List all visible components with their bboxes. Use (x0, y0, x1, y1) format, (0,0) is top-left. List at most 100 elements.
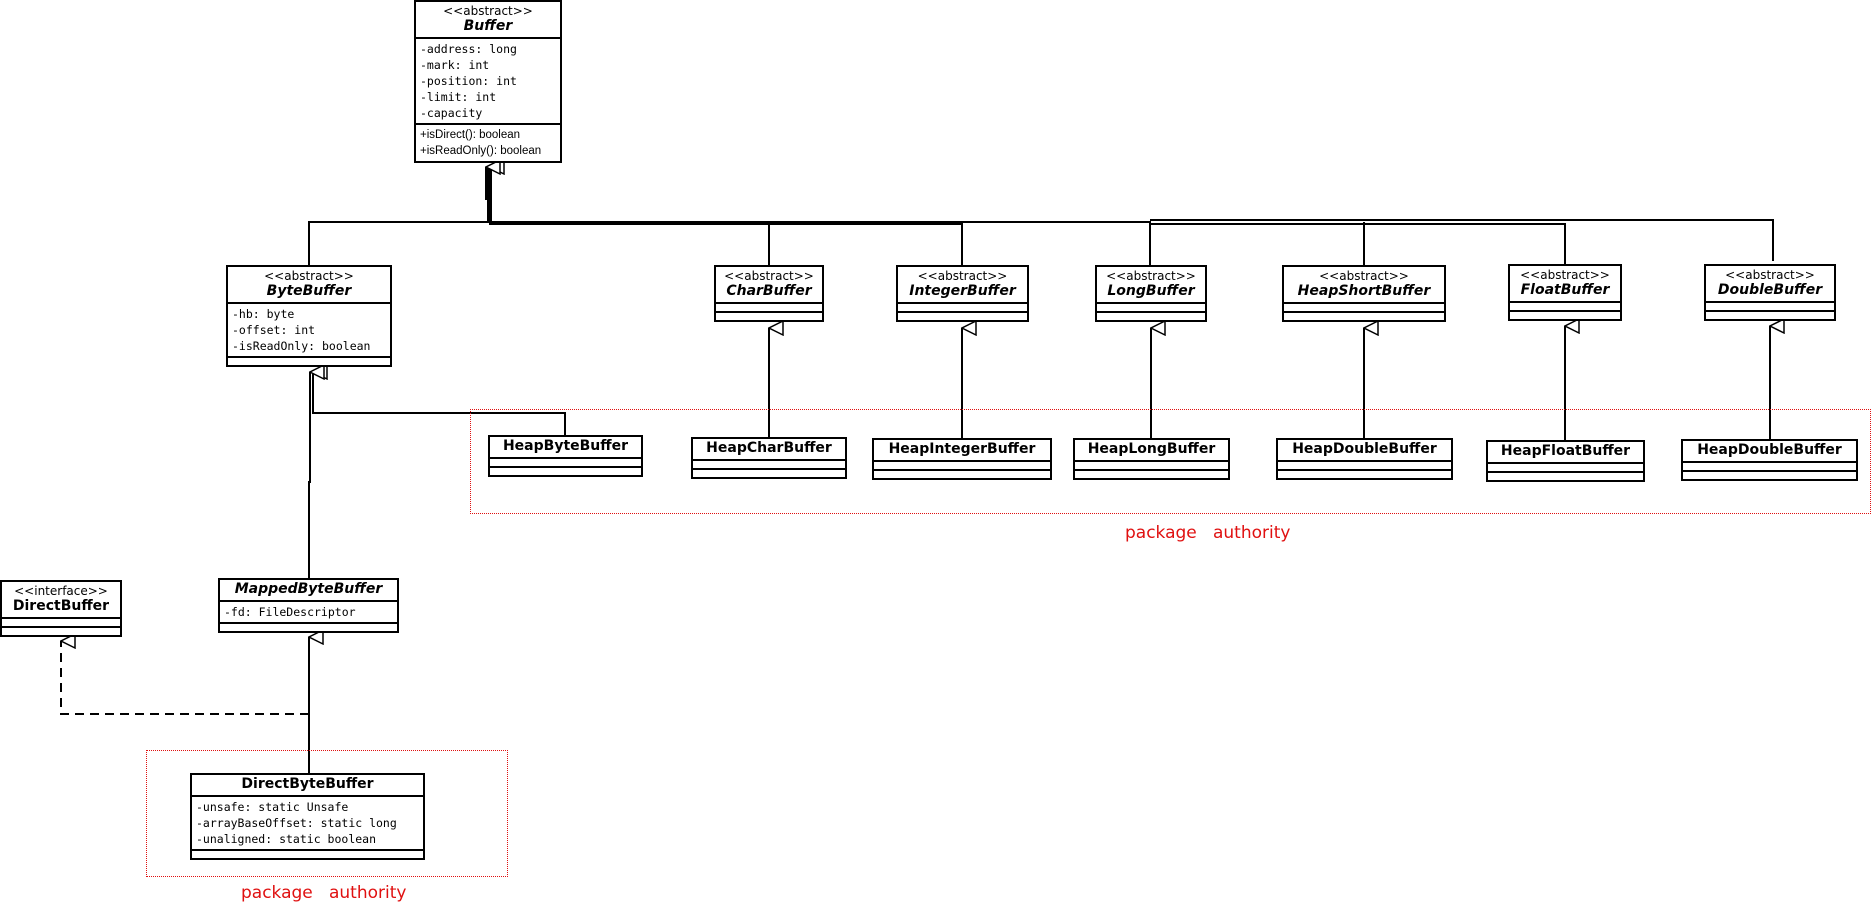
methods-section (228, 356, 390, 365)
attributes-section: -hb: byte -offset: int -isReadOnly: bool… (228, 302, 390, 356)
class-name: HeapShortBuffer (1297, 283, 1431, 299)
attributes-section: -fd: FileDescriptor (220, 600, 397, 622)
stereotype-label: <<abstract>> (443, 4, 533, 18)
attributes-section (1683, 461, 1856, 470)
class-header: HeapByteBuffer (490, 437, 641, 457)
stereotype-label: <<abstract>> (1319, 269, 1409, 283)
attributes-section (490, 457, 641, 466)
class-name: IntegerBuffer (909, 283, 1016, 299)
class-buffer[interactable]: <<abstract>> Buffer -address: long -mark… (414, 0, 562, 163)
stereotype-label: <<abstract>> (1725, 268, 1815, 282)
edge-longbuffer-to-buffer (490, 166, 1151, 265)
class-longbuffer[interactable]: <<abstract>> LongBuffer (1095, 265, 1207, 322)
class-header: HeapCharBuffer (693, 439, 845, 459)
class-bytebuffer[interactable]: <<abstract>> ByteBuffer -hb: byte -offse… (226, 265, 392, 367)
class-header: <<abstract>> CharBuffer (716, 267, 822, 302)
attributes-section (2, 617, 120, 626)
stereotype-label: <<interface>> (14, 584, 108, 598)
attribute: -hb: byte (232, 307, 295, 321)
class-heapdoublebuffer-a[interactable]: HeapDoubleBuffer (1276, 438, 1453, 480)
attribute: -capacity (420, 106, 483, 120)
class-header: <<interface>> DirectBuffer (2, 582, 120, 617)
class-heapdoublebuffer-b[interactable]: HeapDoubleBuffer (1681, 439, 1858, 481)
methods-section (1488, 471, 1643, 480)
class-directbuffer[interactable]: <<interface>> DirectBuffer (0, 580, 122, 637)
class-header: HeapIntegerBuffer (874, 440, 1050, 460)
class-charbuffer[interactable]: <<abstract>> CharBuffer (714, 265, 824, 322)
methods-section (1075, 469, 1228, 478)
class-header: <<abstract>> DoubleBuffer (1706, 266, 1834, 301)
class-header: <<abstract>> FloatBuffer (1510, 266, 1620, 301)
class-floatbuffer[interactable]: <<abstract>> FloatBuffer (1508, 264, 1622, 321)
attributes-section (716, 302, 822, 311)
class-name: HeapByteBuffer (502, 438, 629, 454)
attributes-section: -unsafe: static Unsafe -arrayBaseOffset:… (192, 795, 423, 849)
method: +isReadOnly(): boolean (420, 145, 542, 157)
class-name: LongBuffer (1107, 283, 1195, 299)
edge-doublebuffer-to-buffer (1150, 219, 1774, 261)
class-header: HeapLongBuffer (1075, 440, 1228, 460)
attributes-section (874, 460, 1050, 469)
class-name: HeapFloatBuffer (1500, 443, 1631, 459)
class-header: HeapDoubleBuffer (1683, 441, 1856, 461)
methods-section (898, 311, 1027, 320)
class-name: HeapLongBuffer (1087, 441, 1216, 457)
methods-section (693, 468, 845, 477)
methods-section (1683, 470, 1856, 479)
class-name: FloatBuffer (1520, 282, 1610, 298)
attribute: -limit: int (420, 90, 497, 104)
attribute: -unaligned: static boolean (196, 832, 377, 846)
class-header: <<abstract>> HeapShortBuffer (1284, 267, 1444, 302)
class-directbytebuffer[interactable]: DirectByteBuffer -unsafe: static Unsafe … (190, 773, 425, 860)
class-integerbuffer[interactable]: <<abstract>> IntegerBuffer (896, 265, 1029, 322)
class-heaplongbuffer[interactable]: HeapLongBuffer (1073, 438, 1230, 480)
class-header: <<abstract>> Buffer (416, 2, 560, 37)
edge-charbuffer-to-buffer (489, 166, 770, 265)
class-heapfloatbuffer[interactable]: HeapFloatBuffer (1486, 440, 1645, 482)
stereotype-label: <<abstract>> (917, 269, 1008, 283)
class-name: HeapDoubleBuffer (1292, 441, 1437, 457)
package-label-heap: package authority (1125, 523, 1291, 543)
attribute: -arrayBaseOffset: static long (196, 816, 397, 830)
class-header: <<abstract>> LongBuffer (1097, 267, 1205, 302)
attribute: -address: long (420, 42, 517, 56)
edge-directbytebuffer-realizes-directbuffer (60, 641, 309, 715)
edge-bytebuffer-to-buffer (308, 166, 489, 265)
method: +isDirect(): boolean (420, 129, 521, 141)
attribute: -fd: FileDescriptor (224, 605, 356, 619)
methods-section (874, 469, 1050, 478)
attributes-section (898, 302, 1027, 311)
edge-integerbuffer-to-buffer (490, 223, 963, 265)
stereotype-label: <<abstract>> (724, 269, 814, 283)
methods-section (716, 311, 822, 320)
attributes-section (1097, 302, 1205, 311)
stereotype-label: <<abstract>> (264, 269, 354, 283)
attribute: -offset: int (232, 323, 316, 337)
class-header: HeapFloatBuffer (1488, 442, 1643, 462)
attributes-section (1510, 301, 1620, 310)
attribute: -unsafe: static Unsafe (196, 800, 349, 814)
methods-section (220, 622, 397, 631)
edge-heapbytebuffer-to-bytebuffer (312, 372, 566, 436)
class-name: Buffer (463, 18, 513, 34)
class-name: HeapIntegerBuffer (888, 441, 1036, 457)
attributes-section: -address: long -mark: int -position: int… (416, 37, 560, 123)
attribute: -isReadOnly: boolean (232, 339, 371, 353)
class-doublebuffer[interactable]: <<abstract>> DoubleBuffer (1704, 264, 1836, 321)
attributes-section (1278, 460, 1451, 469)
class-heapcharbuffer[interactable]: HeapCharBuffer (691, 437, 847, 479)
class-name: DirectBuffer (12, 598, 110, 614)
class-heapshortbuffer[interactable]: <<abstract>> HeapShortBuffer (1282, 265, 1446, 322)
stereotype-label: <<abstract>> (1520, 268, 1610, 282)
methods-section (1278, 469, 1451, 478)
methods-section (1706, 310, 1834, 319)
class-heapintegerbuffer[interactable]: HeapIntegerBuffer (872, 438, 1052, 480)
class-header: <<abstract>> ByteBuffer (228, 267, 390, 302)
class-mappedbytebuffer[interactable]: MappedByteBuffer -fd: FileDescriptor (218, 578, 399, 633)
methods-section (2, 626, 120, 635)
methods-section (490, 466, 641, 475)
attributes-section (693, 459, 845, 468)
attributes-section (1488, 462, 1643, 471)
class-heapbytebuffer[interactable]: HeapByteBuffer (488, 435, 643, 477)
stereotype-label: <<abstract>> (1106, 269, 1196, 283)
